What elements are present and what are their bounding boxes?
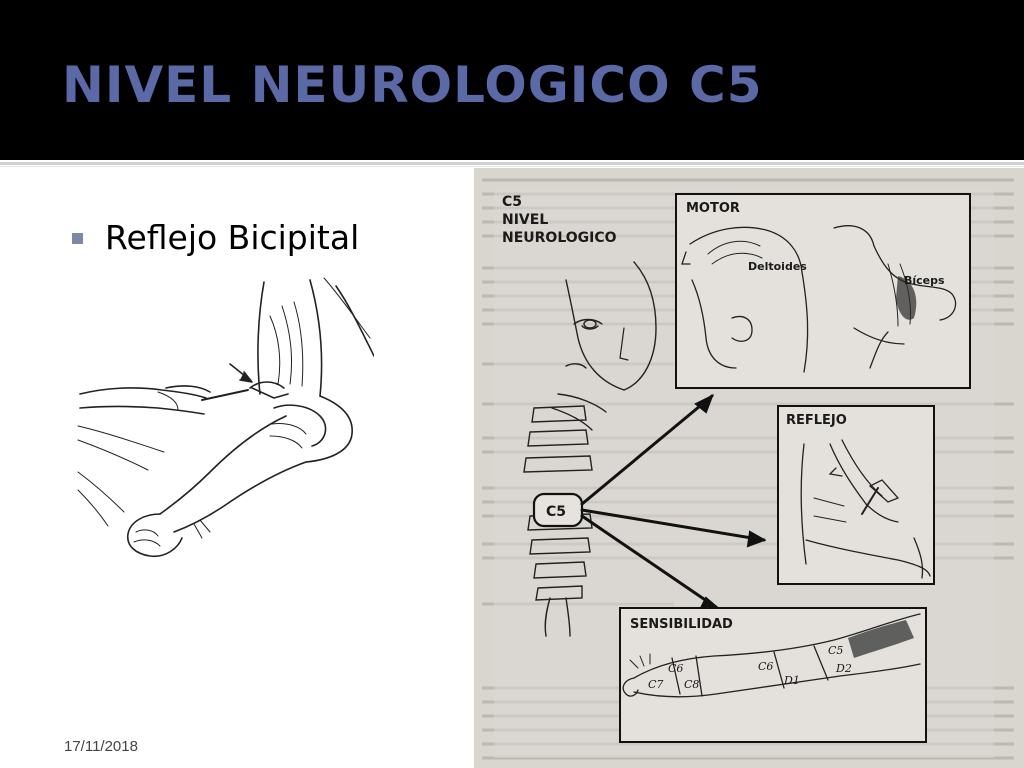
sensibilidad-title: SENSIBILIDAD (630, 617, 733, 632)
title-divider-thin (0, 166, 1024, 167)
bullet-item: Reflejo Bicipital (72, 218, 359, 257)
dermatome-d1: D1 (783, 674, 800, 687)
dermatome-d2: D2 (835, 662, 852, 675)
dermatome-c6-a: C6 (668, 662, 683, 675)
motor-title: MOTOR (686, 201, 740, 216)
header-line-nivel: NIVEL (502, 212, 548, 228)
muscle-label-deltoides: Deltoides (748, 260, 807, 273)
header-line-neurologico: NEUROLOGICO (502, 230, 617, 246)
slide-title: NIVEL NEUROLOGICO C5 (62, 56, 763, 114)
dermatome-c6-b: C6 (758, 660, 773, 673)
slide-date: 17/11/2018 (64, 738, 138, 755)
reflejo-title: REFLEJO (786, 413, 847, 428)
dermatome-c8: C8 (684, 678, 699, 691)
title-bar: NIVEL NEUROLOGICO C5 (0, 0, 1024, 160)
c5-neurologic-level-diagram: C5 NIVEL NEUROLOGICO C5 MOTOR (474, 168, 1024, 768)
dermatome-c5: C5 (828, 644, 843, 657)
dermatome-c7: C7 (648, 678, 663, 691)
title-divider (0, 162, 1024, 165)
bullet-text: Reflejo Bicipital (105, 218, 360, 257)
biceps-reflex-illustration (77, 277, 374, 558)
muscle-label-biceps: Bíceps (904, 274, 945, 287)
c5-vertebra-label: C5 (546, 504, 566, 520)
header-line-c5: C5 (502, 194, 522, 210)
square-bullet-icon (72, 233, 83, 244)
